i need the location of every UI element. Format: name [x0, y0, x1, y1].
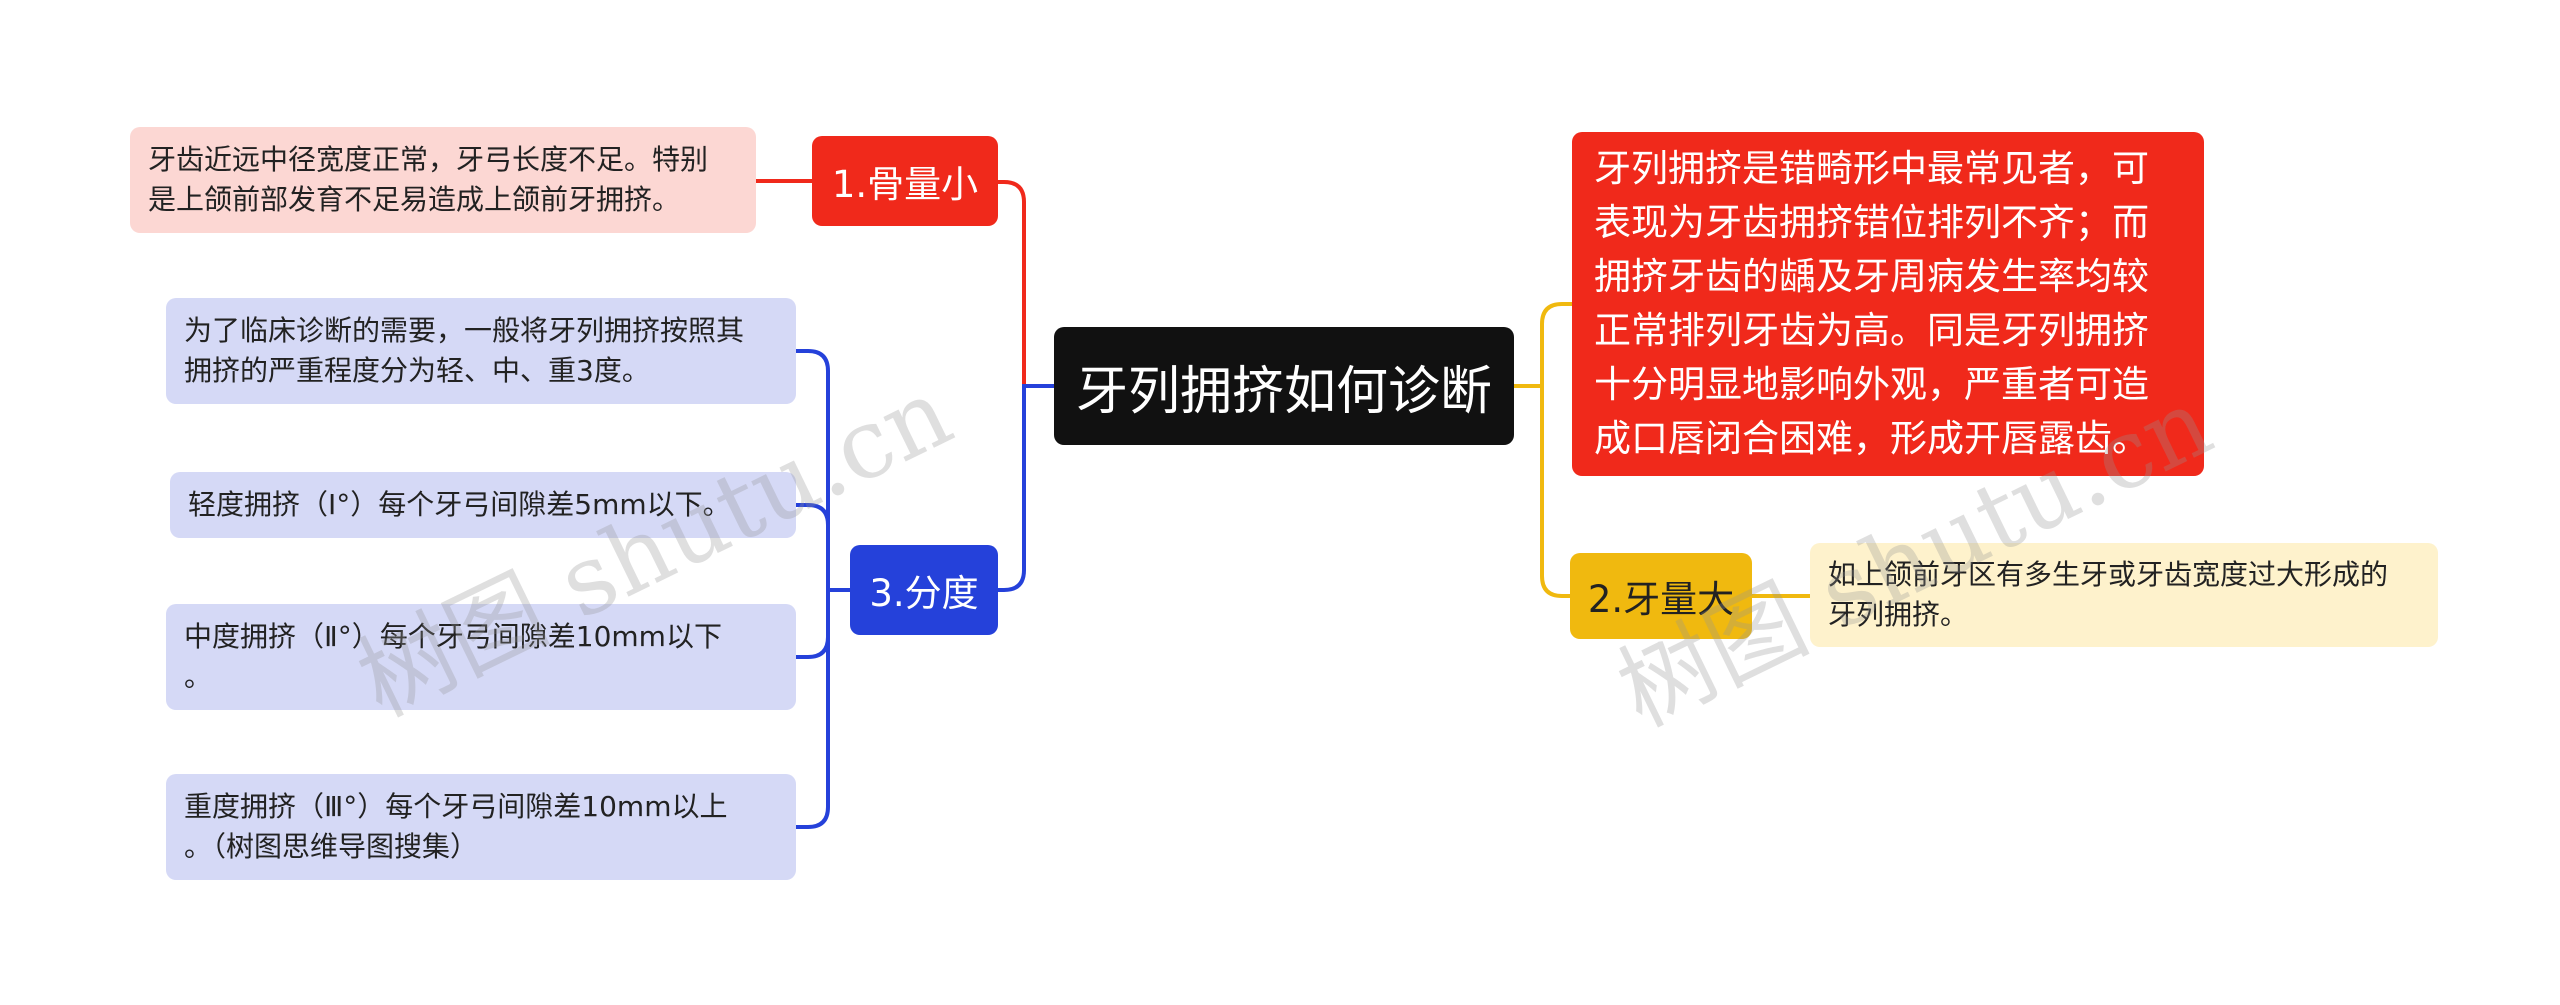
link-root-overview [1514, 302, 1572, 388]
leaf-grading-mild[interactable]: 轻度拥挤（Ⅰ°）每个牙弓间隙差5mm以下。 [170, 472, 796, 538]
leaf-bone-volume-detail[interactable]: 牙齿近远中径宽度正常，牙弓长度不足。特别 是上颌前部发育不足易造成上颌前牙拥挤。 [130, 127, 756, 233]
leaf-grading-severe-text: 重度拥挤（Ⅲ°）每个牙弓间隙差10mm以上 。（树图思维导图搜集） [184, 790, 728, 863]
root-topic[interactable]: 牙列拥挤如何诊断 [1054, 327, 1514, 445]
leaf-bone-volume-detail-text: 牙齿近远中径宽度正常，牙弓长度不足。特别 是上颌前部发育不足易造成上颌前牙拥挤。 [148, 143, 709, 216]
link-grade-item-4 [796, 590, 830, 829]
leaf-grading-intro[interactable]: 为了临床诊断的需要，一般将牙列拥挤按照其 拥挤的严重程度分为轻、中、重3度。 [166, 298, 796, 404]
branch-tooth-volume[interactable]: 2.牙量大 [1570, 553, 1752, 639]
root-topic-label: 牙列拥挤如何诊断 [1075, 361, 1492, 422]
branch-grading-label: 3.分度 [869, 572, 979, 615]
link-grade-item-2 [796, 503, 830, 590]
link-grade-item-3 [796, 590, 830, 659]
overview-topic[interactable]: 牙列拥挤是错畸形中最常见者，可 表现为牙齿拥挤错位排列不齐；而 拥挤牙齿的龋及牙… [1572, 132, 2204, 476]
leaf-grading-moderate-text: 中度拥挤（Ⅱ°）每个牙弓间隙差10mm以下 。 [184, 620, 722, 693]
link-root-tooth [1514, 384, 1570, 598]
overview-topic-text: 牙列拥挤是错畸形中最常见者，可 表现为牙齿拥挤错位排列不齐；而 拥挤牙齿的龋及牙… [1594, 147, 2149, 460]
leaf-grading-intro-text: 为了临床诊断的需要，一般将牙列拥挤按照其 拥挤的严重程度分为轻、中、重3度。 [184, 314, 745, 387]
branch-bone-volume[interactable]: 1.骨量小 [812, 136, 998, 226]
branch-grading[interactable]: 3.分度 [850, 545, 998, 635]
leaf-grading-severe[interactable]: 重度拥挤（Ⅲ°）每个牙弓间隙差10mm以上 。（树图思维导图搜集） [166, 774, 796, 880]
leaf-tooth-volume-detail[interactable]: 如上颌前牙区有多生牙或牙齿宽度过大形成的 牙列拥挤。 [1810, 543, 2438, 647]
leaf-tooth-volume-detail-text: 如上颌前牙区有多生牙或牙齿宽度过大形成的 牙列拥挤。 [1828, 558, 2389, 631]
link-root-bone [998, 180, 1054, 388]
link-grade-item-1 [796, 349, 830, 590]
leaf-grading-mild-text: 轻度拥挤（Ⅰ°）每个牙弓间隙差5mm以下。 [188, 488, 731, 521]
branch-tooth-volume-label: 2.牙量大 [1587, 578, 1735, 621]
link-root-grade [998, 384, 1054, 592]
leaf-grading-moderate[interactable]: 中度拥挤（Ⅱ°）每个牙弓间隙差10mm以下 。 [166, 604, 796, 710]
branch-bone-volume-label: 1.骨量小 [831, 163, 979, 206]
